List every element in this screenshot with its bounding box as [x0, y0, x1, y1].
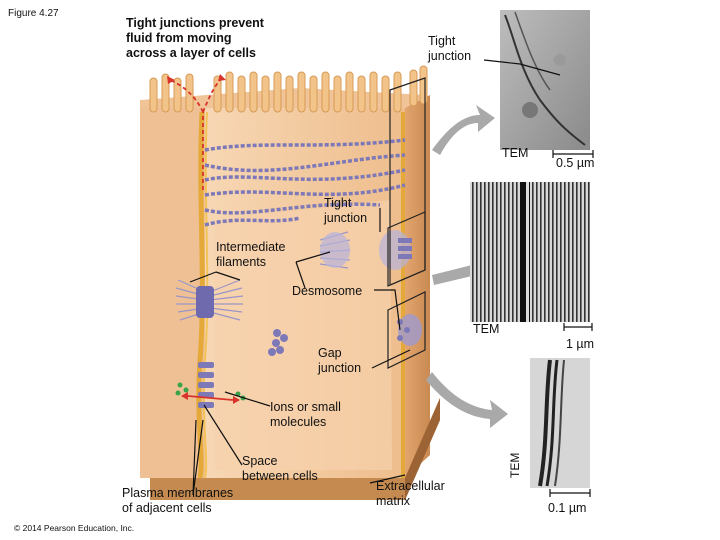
scale-bars: [549, 150, 594, 497]
tem-label-2: TEM: [473, 322, 500, 336]
figure-number: Figure 4.27: [8, 8, 59, 19]
label-extracellular-matrix: Extracellular matrix: [376, 479, 445, 508]
zoom-regions: [387, 77, 426, 369]
right-cell-side: [405, 95, 430, 478]
scale-label-1: 0.5 µm: [556, 156, 595, 170]
ion-flow-arrow: [187, 395, 234, 401]
label-space-between-cells: Space between cells: [242, 454, 318, 483]
label-ions: Ions or small molecules: [270, 400, 341, 429]
plasma-membrane-left: [196, 111, 205, 479]
gap-junction-channels: [198, 329, 288, 408]
scale-label-3: 0.1 µm: [548, 501, 587, 515]
tight-junction-strands: [204, 138, 406, 227]
tem-micrograph-desmosome: [470, 182, 590, 322]
label-intermediate-filaments: Intermediate filaments: [216, 240, 286, 269]
leader-lines: [189, 59, 561, 496]
label-desmosome: Desmosome: [292, 284, 363, 298]
label-plasma-membranes: Plasma membranes of adjacent cells: [122, 486, 234, 515]
label-gap-junction: Gap junction: [318, 346, 362, 375]
desmosome-plaque: [196, 286, 214, 318]
label-tight-junction-top: Tight junction: [428, 34, 472, 63]
scale-label-2: 1 µm: [566, 337, 595, 351]
copyright: © 2014 Pearson Education, Inc.: [14, 523, 135, 533]
figure-heading: Tight junctions prevent fluid from movin…: [126, 16, 264, 60]
tem-micrograph-gap-junction: [530, 358, 590, 488]
tem-micrograph-tight-junction: [500, 10, 590, 150]
tem-label-3: TEM: [508, 452, 522, 478]
label-tight-junction-mid: Tight junction: [324, 196, 368, 225]
tem-label-1: TEM: [502, 146, 529, 160]
